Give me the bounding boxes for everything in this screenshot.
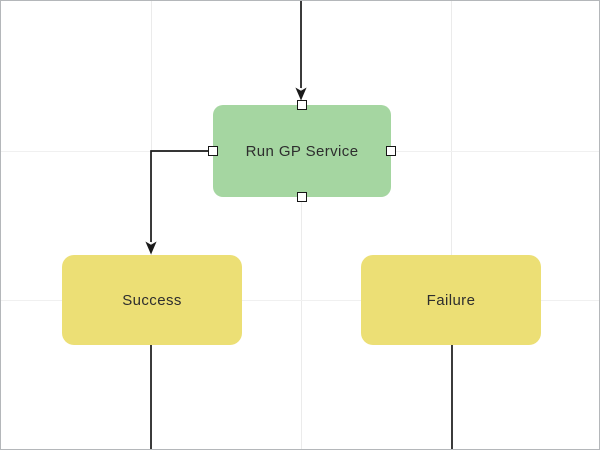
selection-handle-left[interactable] bbox=[208, 146, 218, 156]
gridline-vertical bbox=[451, 1, 452, 449]
gridline-vertical bbox=[301, 1, 302, 449]
connector-incoming-top[interactable] bbox=[295, 1, 307, 101]
node-run-gp-service[interactable]: Run GP Service bbox=[213, 105, 391, 197]
arrowhead-icon bbox=[295, 87, 307, 101]
node-failure[interactable]: Failure bbox=[361, 255, 541, 345]
arrowhead-icon bbox=[145, 241, 157, 255]
node-success[interactable]: Success bbox=[62, 255, 242, 345]
selection-handle-bottom[interactable] bbox=[297, 192, 307, 202]
gridline-horizontal bbox=[1, 300, 599, 301]
node-label: Run GP Service bbox=[245, 142, 359, 160]
node-label: Success bbox=[122, 291, 182, 309]
selection-handle-top[interactable] bbox=[297, 100, 307, 110]
connector-rungp-to-success[interactable] bbox=[145, 150, 209, 255]
selection-handle-right[interactable] bbox=[386, 146, 396, 156]
node-label: Failure bbox=[426, 291, 476, 309]
